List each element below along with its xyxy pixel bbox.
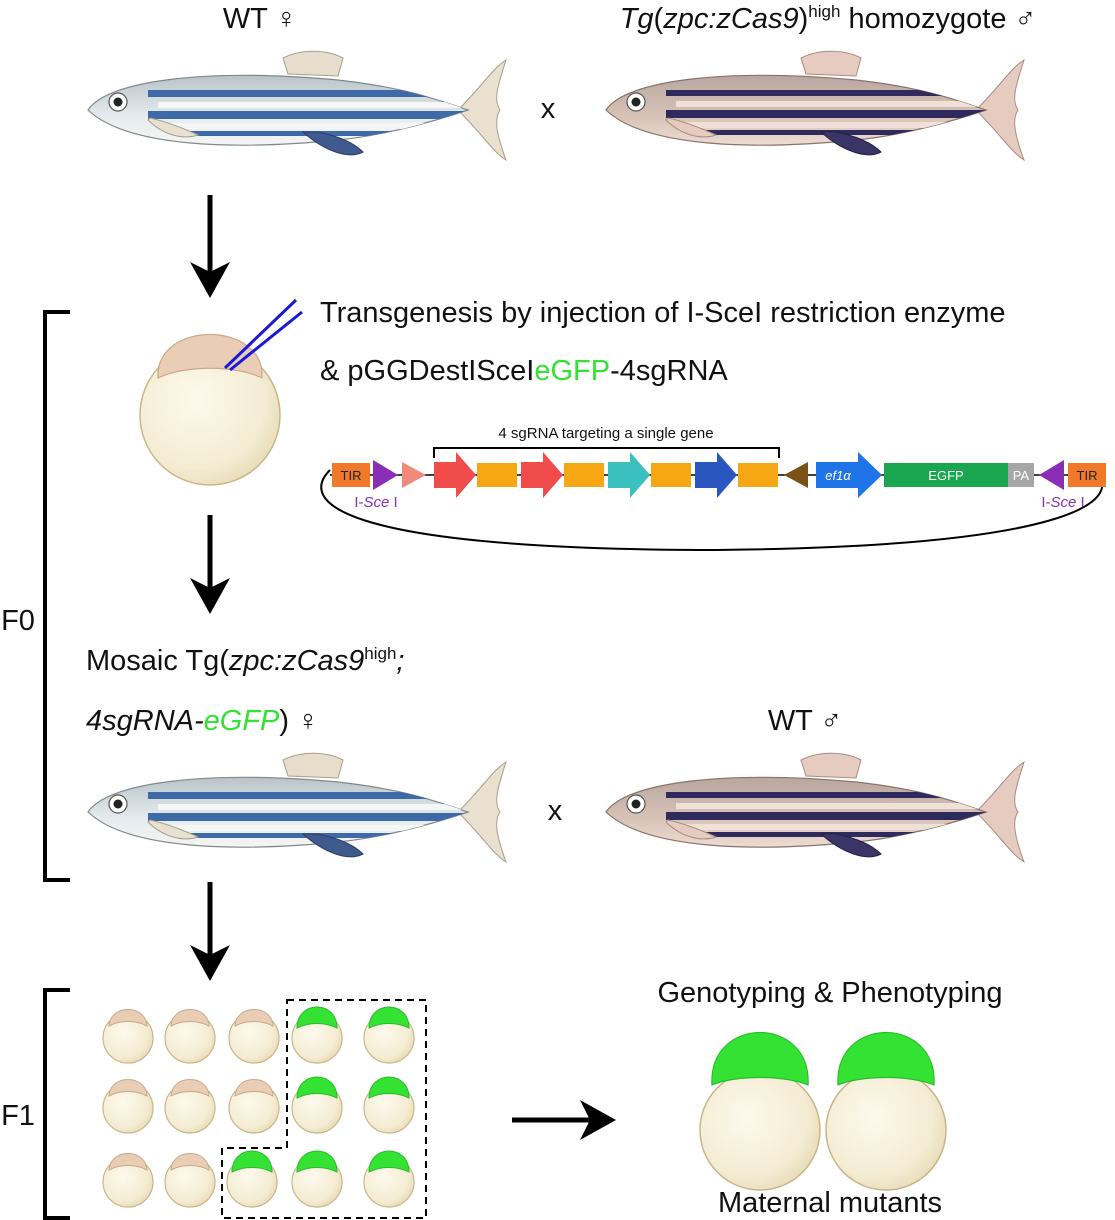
isce-left-label: I-Sce I — [354, 494, 397, 511]
arrow-right-head — [580, 1100, 616, 1140]
tir-right-box — [1068, 463, 1106, 487]
wt-female-label: WT ♀ — [223, 3, 297, 35]
embryo-beige — [228, 1008, 280, 1064]
embryo-beige — [102, 1008, 154, 1064]
sgrna-scaffold-1 — [477, 463, 517, 487]
tg-male-gene: zpc:zCas9 — [662, 3, 798, 35]
embryo-beige — [102, 1152, 154, 1208]
mosaic-sup: high — [364, 644, 396, 663]
embryo-green — [291, 1150, 343, 1208]
pa-box — [1008, 463, 1034, 487]
injection-line2-prefix: & pGGDestISceI — [320, 355, 534, 387]
embryo-green — [226, 1150, 278, 1208]
injection-line1: Transgenesis by injection of I-SceI rest… — [320, 297, 1006, 329]
wt-female-fish — [88, 51, 506, 160]
injection-line2: & pGGDestISceIeGFP-4sgRNA — [320, 355, 728, 387]
sgrna-promoter-4 — [695, 452, 737, 498]
mosaic-female: ) ♀ — [279, 705, 318, 737]
cross-symbol-top: x — [541, 93, 556, 125]
cross-symbol-bottom: x — [548, 795, 563, 827]
isce-left-a: I- — [354, 494, 363, 511]
mosaic-egfp: eGFP — [204, 705, 280, 737]
mutant-embryo-1 — [699, 1031, 821, 1191]
f0-bracket — [43, 310, 70, 882]
injected-embryo — [139, 298, 303, 486]
arrow-head-2 — [190, 578, 230, 614]
plasmid-backbone — [320, 469, 1104, 552]
tg-male-prefix: Tg — [620, 3, 654, 35]
injection-line2-suffix: -4sgRNA — [610, 355, 728, 387]
plasmid-construct: 4 sgRNA targeting a single gene TIR I-Sc… — [320, 425, 1106, 552]
egfp-label: EGFP — [928, 468, 963, 483]
tir-left-box — [332, 463, 370, 487]
ef1a-label: ef1α — [825, 468, 851, 483]
isce-right-a: I- — [1041, 494, 1050, 511]
embryo-beige — [164, 1152, 216, 1208]
mosaic-semicolon: ; — [396, 645, 404, 677]
genotyping-label: Genotyping & Phenotyping — [657, 977, 1002, 1009]
sgrna-bracket — [433, 447, 780, 458]
embryo-beige — [164, 1078, 216, 1134]
mosaic-sgrna: 4sgRNA- — [86, 705, 204, 737]
tir-left-label: TIR — [341, 468, 362, 483]
sgrna-promoter-3 — [608, 452, 650, 498]
f1-label: F1 — [1, 1100, 35, 1132]
isce-right-b: Sce — [1050, 494, 1076, 511]
mosaic-prefix: Mosaic Tg( — [86, 645, 229, 677]
tg-paren-close: ) — [799, 3, 809, 35]
embryo-green — [363, 1076, 415, 1134]
maternal-mutants-label: Maternal mutants — [718, 1187, 942, 1219]
arrow-head-1 — [190, 262, 230, 298]
tg-male-label: Tg(zpc:zCas9)high homozygote ♂ — [620, 2, 1037, 35]
embryo-beige — [228, 1078, 280, 1134]
isce-right-label: I-Sce I — [1041, 494, 1084, 511]
injection-line2-green: eGFP — [534, 355, 610, 387]
embryo-beige — [102, 1078, 154, 1134]
embryo-green — [363, 1150, 415, 1208]
f1-bracket — [43, 988, 70, 1220]
mutant-embryo-2 — [825, 1031, 947, 1191]
u6-promoter-small — [402, 462, 426, 488]
terminator — [784, 462, 808, 488]
sgrna-promoter-1 — [434, 452, 476, 498]
egfp-box — [884, 463, 1008, 487]
embryo-green — [291, 1006, 343, 1064]
tg-male-fish — [606, 51, 1024, 160]
tir-right-label: TIR — [1077, 468, 1098, 483]
tg-paren-open: ( — [654, 3, 664, 35]
f1-embryos — [102, 1006, 415, 1208]
pa-label: PA — [1013, 468, 1030, 483]
wt-male-fish — [606, 753, 1024, 862]
isce-left-site — [373, 460, 398, 490]
isce-left-c: I — [389, 494, 397, 511]
sgrna-scaffold-4 — [738, 463, 778, 487]
tg-male-sup: high — [808, 2, 840, 21]
isce-right-site — [1039, 460, 1064, 490]
mosaic-gene: zpc:zCas9 — [228, 645, 364, 677]
mosaic-line2: 4sgRNA-eGFP) ♀ — [86, 705, 319, 737]
mosaic-line1: Mosaic Tg(zpc:zCas9high; — [86, 644, 404, 677]
wt-male-label: WT ♂ — [768, 705, 842, 737]
isce-right-c: I — [1076, 494, 1084, 511]
tg-male-suffix: homozygote ♂ — [840, 3, 1036, 35]
arrow-head-3 — [190, 945, 230, 981]
embryo-green — [291, 1076, 343, 1134]
sgrna-bracket-label: 4 sgRNA targeting a single gene — [498, 425, 713, 442]
sgrna-promoter-2 — [521, 452, 563, 498]
ef1a-promoter — [816, 452, 882, 498]
sgrna-scaffold-3 — [651, 463, 691, 487]
mosaic-female-fish — [88, 753, 506, 862]
isce-left-b: Sce — [363, 494, 389, 511]
f0-label: F0 — [1, 605, 35, 637]
embryo-beige — [164, 1008, 216, 1064]
gfp-positive-region — [221, 999, 427, 1219]
embryo-green — [363, 1006, 415, 1064]
sgrna-scaffold-2 — [564, 463, 604, 487]
